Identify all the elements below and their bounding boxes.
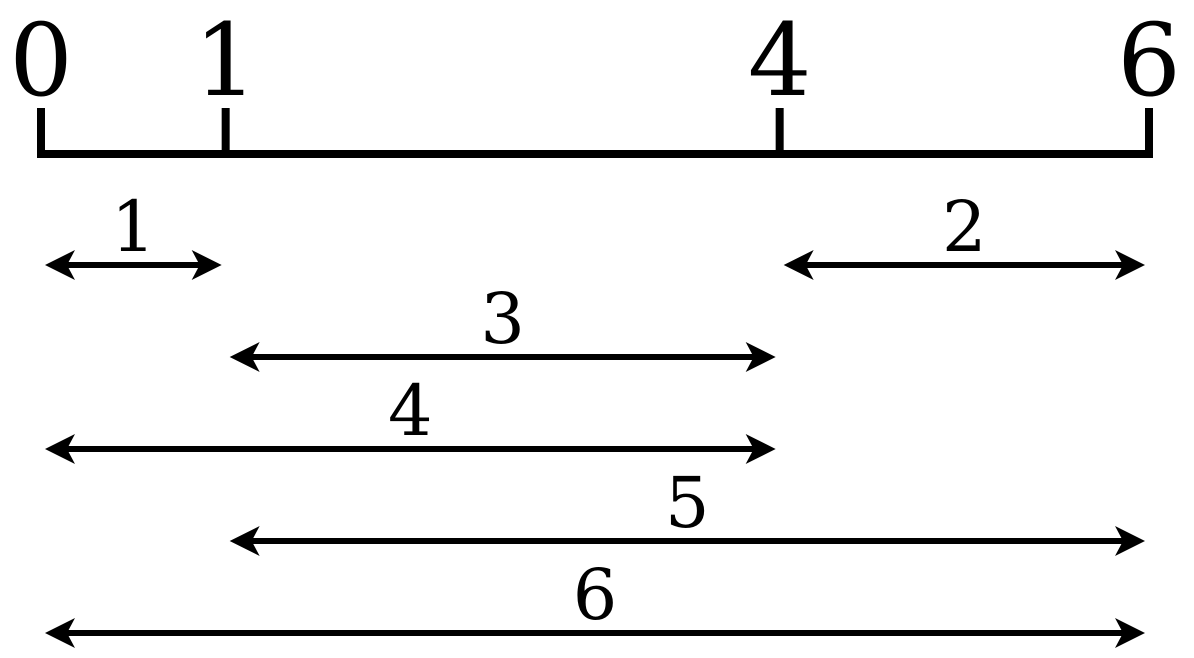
arrowhead-left	[229, 526, 260, 556]
ruler-tick-label-0: 0	[9, 2, 73, 119]
span-label-4: 4	[388, 370, 433, 452]
span-arrow-5: 5	[229, 462, 1145, 556]
ruler: 0 1 4 6	[9, 2, 1181, 158]
arrowhead-left	[45, 618, 75, 648]
span-label-6: 6	[573, 554, 618, 636]
arrowhead-right	[1115, 250, 1145, 280]
arrowhead-left	[45, 250, 75, 280]
span-arrow-1: 1	[45, 186, 222, 280]
ruler-baseline	[37, 108, 1153, 158]
arrowhead-left	[45, 434, 75, 464]
ruler-tick-label-4: 4	[748, 2, 812, 119]
span-arrow-2: 2	[783, 186, 1145, 280]
span-label-2: 2	[942, 186, 987, 268]
span-label-1: 1	[111, 186, 156, 268]
arrowhead-right	[745, 342, 776, 372]
span-label-5: 5	[665, 462, 710, 544]
arrowhead-left	[783, 250, 814, 280]
span-arrow-3: 3	[229, 278, 776, 372]
arrowhead-left	[229, 342, 260, 372]
arrowhead-right	[745, 434, 776, 464]
ruler-tick-label-6: 6	[1117, 2, 1181, 119]
arrowhead-right	[1115, 618, 1145, 648]
arrowhead-right	[1115, 526, 1145, 556]
span-label-3: 3	[480, 278, 525, 360]
arrowhead-right	[191, 250, 222, 280]
ruler-tick-label-1: 1	[194, 2, 258, 119]
span-arrow-4: 4	[45, 370, 776, 464]
span-arrow-6: 6	[45, 554, 1145, 648]
